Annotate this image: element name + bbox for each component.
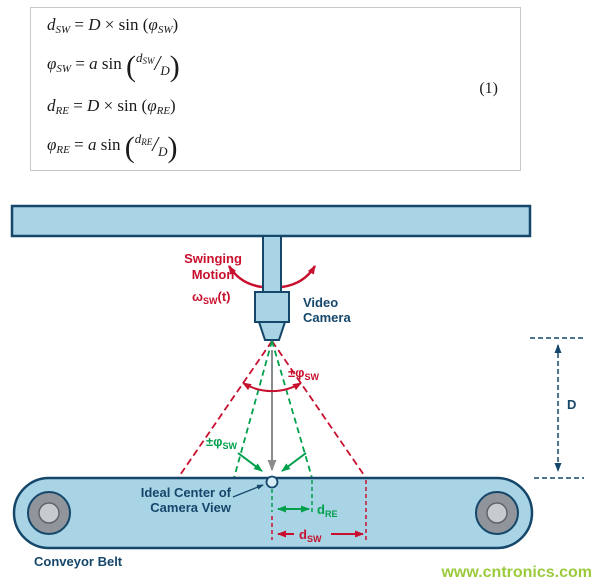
swing-arrow-left bbox=[227, 265, 263, 289]
distance-d-label: D bbox=[567, 397, 576, 412]
green-cone-left-line bbox=[233, 340, 273, 479]
equation-dre: dRE = D × sin (φRE) bbox=[47, 95, 176, 117]
red-cone-right-line bbox=[271, 340, 367, 479]
equation-number: (1) bbox=[479, 80, 498, 97]
green-cone-right-line bbox=[271, 340, 313, 479]
ideal-center-pointer bbox=[232, 484, 264, 498]
phi-sw-red-arc bbox=[242, 382, 302, 393]
roller-right-inner bbox=[486, 502, 508, 524]
ceiling-beam bbox=[10, 204, 532, 238]
d-sw-label: dSW bbox=[299, 527, 322, 544]
equation-phire: φRE = a sin (dRE/D) bbox=[47, 130, 178, 164]
swing-arrow-right bbox=[281, 265, 317, 289]
equation-lines: dSW = D × sin (φSW) φSW = a sin (dSW/D) … bbox=[47, 8, 180, 170]
omega-sw-label: ωSW(t) bbox=[192, 289, 230, 306]
roller-left-inner bbox=[38, 502, 60, 524]
camera-body bbox=[254, 291, 290, 323]
d-re-label: dRE bbox=[317, 502, 337, 519]
conveyor-belt bbox=[12, 476, 534, 550]
phi-green-arrow-left bbox=[237, 452, 263, 472]
camera-pole bbox=[262, 235, 282, 293]
equation-dsw: dSW = D × sin (φSW) bbox=[47, 14, 179, 36]
fraction: dRE/D bbox=[134, 130, 168, 159]
camera-lens bbox=[257, 321, 287, 341]
phi-sw-green-label: ±φSW bbox=[206, 434, 237, 451]
equation-block: dSW = D × sin (φSW) φSW = a sin (dSW/D) … bbox=[30, 7, 521, 171]
phi-sw-red-label: ±φSW bbox=[288, 365, 319, 382]
phi-green-arrow-right bbox=[281, 452, 307, 472]
ideal-center-point bbox=[265, 475, 279, 489]
conveyor-belt-label: Conveyor Belt bbox=[34, 554, 123, 569]
watermark: www.cntronics.com bbox=[440, 564, 592, 581]
fraction: dSW/D bbox=[136, 49, 170, 78]
red-cone-left-line bbox=[177, 340, 273, 479]
equation-phisw: φSW = a sin (dSW/D) bbox=[47, 49, 180, 83]
